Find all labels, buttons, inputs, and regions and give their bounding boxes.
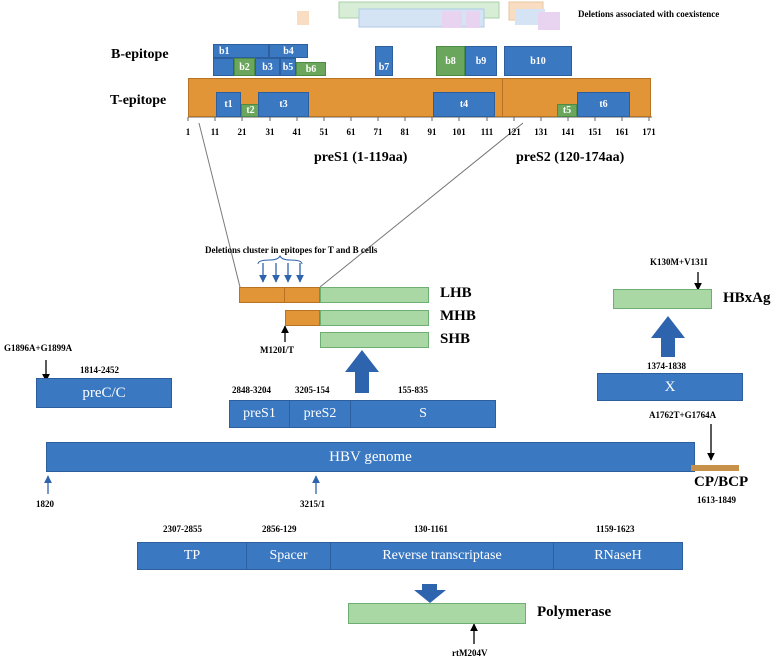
s-to-surface-arrow — [345, 350, 379, 393]
tick-label: 121 — [507, 127, 521, 137]
tick-label: 31 — [265, 127, 275, 137]
t-epitope-t6: t6 — [577, 92, 630, 117]
g1896a-mutation-label: G1896A+G1899A — [4, 343, 73, 353]
t-epitope-t3: t3 — [258, 92, 309, 117]
pres2-gene-box: preS2 — [289, 400, 351, 428]
k130m-mutation-label: K130M+V131I — [650, 257, 708, 267]
pres1-range-label: preS1 (1-119aa) — [314, 150, 408, 165]
genome-start-label: 1820 — [36, 499, 54, 509]
tick-label: 101 — [452, 127, 466, 137]
tick-label: 161 — [615, 127, 629, 137]
tick-label: 141 — [561, 127, 575, 137]
precore-gene-box: preC/C — [36, 378, 172, 408]
tick-label: 1 — [185, 127, 191, 137]
cp-bcp-range: 1613-1849 — [697, 495, 736, 505]
tick-label: 11 — [210, 127, 220, 137]
mhb-label: MHB — [440, 308, 476, 324]
b-epitope-b1: b1 — [213, 44, 269, 58]
legend-note: Deletions associated with coexistence — [578, 9, 720, 19]
shb-label: SHB — [440, 331, 471, 347]
b-epitope-b10: b10 — [504, 46, 572, 76]
cluster-arrows — [259, 263, 304, 283]
b-epitope-b8: b8 — [436, 46, 465, 76]
pres2-range-label: preS2 (120-174aa) — [516, 150, 625, 165]
genome-origin-label: 3215/1 — [300, 499, 326, 509]
s-gene-range: 155-835 — [398, 385, 428, 395]
pres1-pres2-divider — [502, 78, 503, 117]
tick-label: 91 — [427, 127, 437, 137]
t-epitope-t4: t4 — [433, 92, 495, 117]
tick-label: 171 — [642, 127, 656, 137]
pres1-gene-range: 2848-3204 — [232, 385, 271, 395]
x-gene-box: X — [597, 373, 743, 401]
polymerase-label: Polymerase — [537, 604, 612, 620]
tick-label: 81 — [400, 127, 410, 137]
zoom-line-right — [319, 122, 524, 288]
lhb-divider — [284, 287, 285, 303]
tick-label: 131 — [534, 127, 548, 137]
s-gene-box: S — [350, 400, 496, 428]
a1762t-mutation-label: A1762T+G1764A — [649, 410, 717, 420]
polymerase-product-bar — [348, 603, 526, 624]
cp-bcp-marker — [691, 465, 739, 471]
rt-domain-box: Reverse transcriptase — [330, 542, 554, 570]
lhb-label: LHB — [440, 285, 472, 301]
mhb-pres2-segment — [285, 310, 320, 326]
zoom-line-left — [198, 122, 241, 288]
b-epitope-b3: b3 — [255, 58, 280, 76]
t-epitope-t5: t5 — [557, 104, 577, 117]
b-epitope-b2: b2 — [234, 58, 255, 76]
b-epitope-b6: b6 — [296, 62, 326, 76]
tp-range-label: 2307-2855 — [163, 524, 202, 534]
tick-label: 41 — [292, 127, 302, 137]
lhb-s-segment — [320, 287, 429, 303]
precore-range-label: 1814-2452 — [80, 365, 119, 375]
rnaseh-domain-box: RNaseH — [553, 542, 683, 570]
b-epitope-b4: b4 — [269, 44, 308, 58]
b-epitope-b7: b7 — [375, 46, 393, 76]
tick-label: 21 — [237, 127, 247, 137]
rtm204v-mutation-label: rtM204V — [452, 648, 488, 658]
tick-label: 71 — [373, 127, 383, 137]
b-epitope-b5: b5 — [280, 58, 296, 76]
hbxag-bar — [613, 289, 712, 309]
tick-label: 61 — [346, 127, 356, 137]
cluster-note: Deletions cluster in epitopes for T and … — [205, 245, 378, 255]
shb-s-segment — [320, 332, 429, 348]
tp-domain-box: TP — [137, 542, 247, 570]
legend-swatches — [297, 1, 560, 30]
b-epitope-b9: b9 — [465, 46, 497, 76]
b-epitope-b1-lower — [213, 58, 234, 76]
hbv-genome-bar: HBV genome — [46, 442, 695, 472]
mhb-s-segment — [320, 310, 429, 326]
lhb-pres-segment — [239, 287, 320, 303]
x-to-hbxag-arrow — [651, 316, 685, 357]
cp-bcp-label: CP/BCP — [694, 474, 749, 490]
t-epitope-t1: t1 — [216, 92, 241, 117]
b-epitope-label: B-epitope — [111, 47, 169, 62]
x-range-label: 1374-1838 — [647, 361, 686, 371]
t-epitope-label: T-epitope — [110, 93, 167, 108]
hbxag-label: HBxAg — [723, 290, 771, 306]
cluster-brace — [257, 254, 303, 265]
axis-ticks — [187, 117, 650, 121]
pres2-gene-range: 3205-154 — [295, 385, 330, 395]
tick-label: 51 — [319, 127, 329, 137]
spacer-range-label: 2856-129 — [262, 524, 297, 534]
spacer-domain-box: Spacer — [246, 542, 331, 570]
tick-label: 151 — [588, 127, 602, 137]
tick-label: 111 — [480, 127, 494, 137]
rnaseh-range-label: 1159-1623 — [596, 524, 635, 534]
pres1-gene-box: preS1 — [229, 400, 290, 428]
m120-mutation-label: M120I/T — [260, 345, 295, 355]
pol-to-product-arrow — [414, 584, 446, 603]
rt-range-label: 130-1161 — [414, 524, 449, 534]
